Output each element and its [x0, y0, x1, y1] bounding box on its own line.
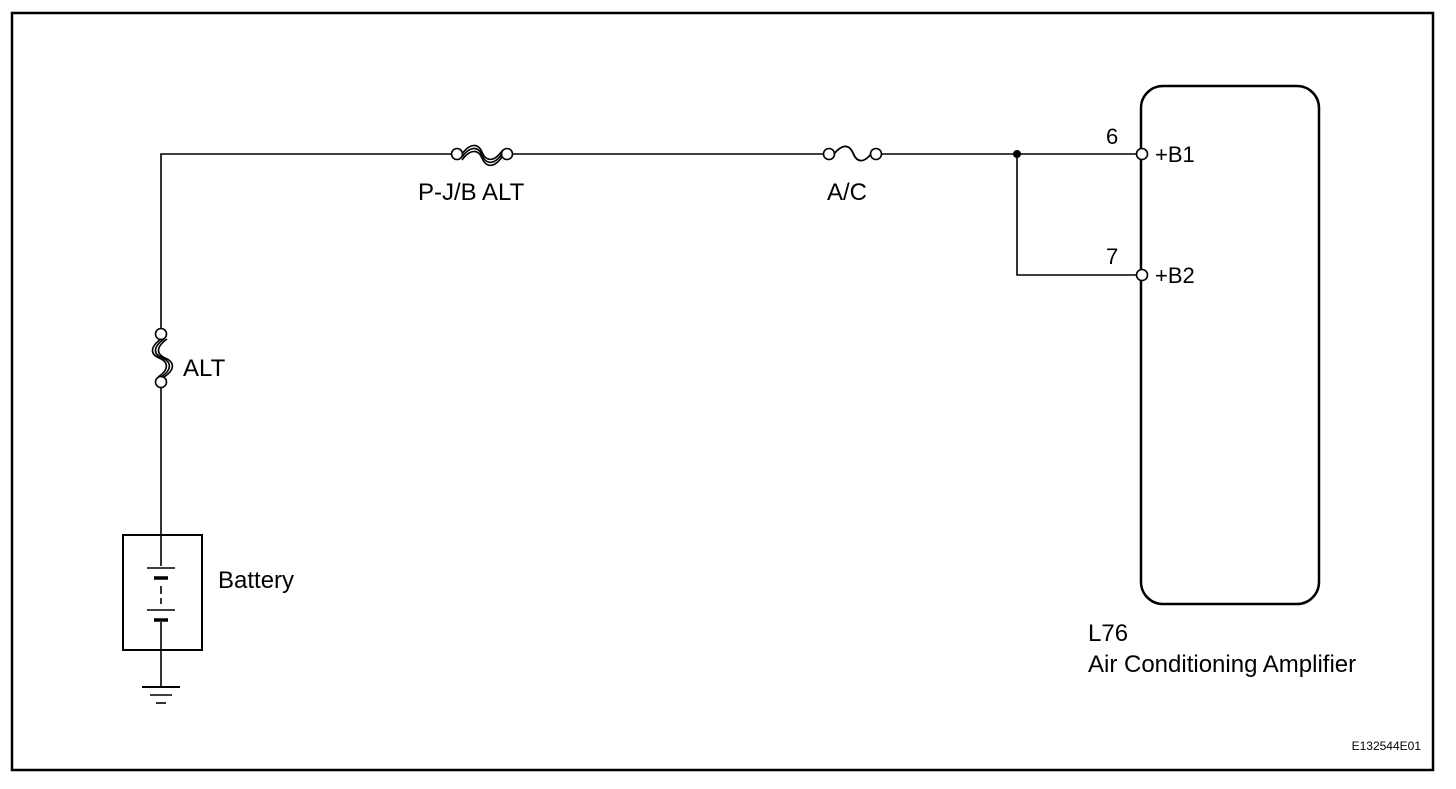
fuse-alt	[151, 327, 174, 389]
wire-main	[160, 153, 452, 330]
fuse-pjb-alt-label: P-J/B ALT	[418, 179, 525, 206]
wire-branch-b2	[1016, 154, 1137, 276]
fuse-alt-label: ALT	[183, 355, 226, 382]
fuse-pjb-alt	[450, 144, 514, 167]
battery-label: Battery	[218, 567, 294, 594]
battery-symbol	[122, 534, 203, 651]
pin-b1-terminal	[1135, 147, 1149, 161]
figure-code: E132544E01	[1352, 739, 1422, 753]
pin-6-number: 6	[1106, 124, 1118, 149]
ground-icon	[142, 650, 180, 704]
fuse-ac-label: A/C	[827, 179, 867, 206]
pin-b2-terminal	[1135, 268, 1149, 282]
amplifier-box	[1139, 84, 1321, 606]
diagram-border	[10, 11, 1435, 772]
pin-b2-name: +B2	[1155, 263, 1195, 288]
amplifier-connector-code: L76	[1088, 620, 1128, 647]
wire-junction-dot	[1013, 150, 1021, 158]
pin-b1-name: +B1	[1155, 142, 1195, 167]
pin-7-number: 7	[1106, 244, 1118, 269]
amplifier-name: Air Conditioning Amplifier	[1088, 651, 1356, 678]
fuse-ac	[822, 145, 883, 162]
